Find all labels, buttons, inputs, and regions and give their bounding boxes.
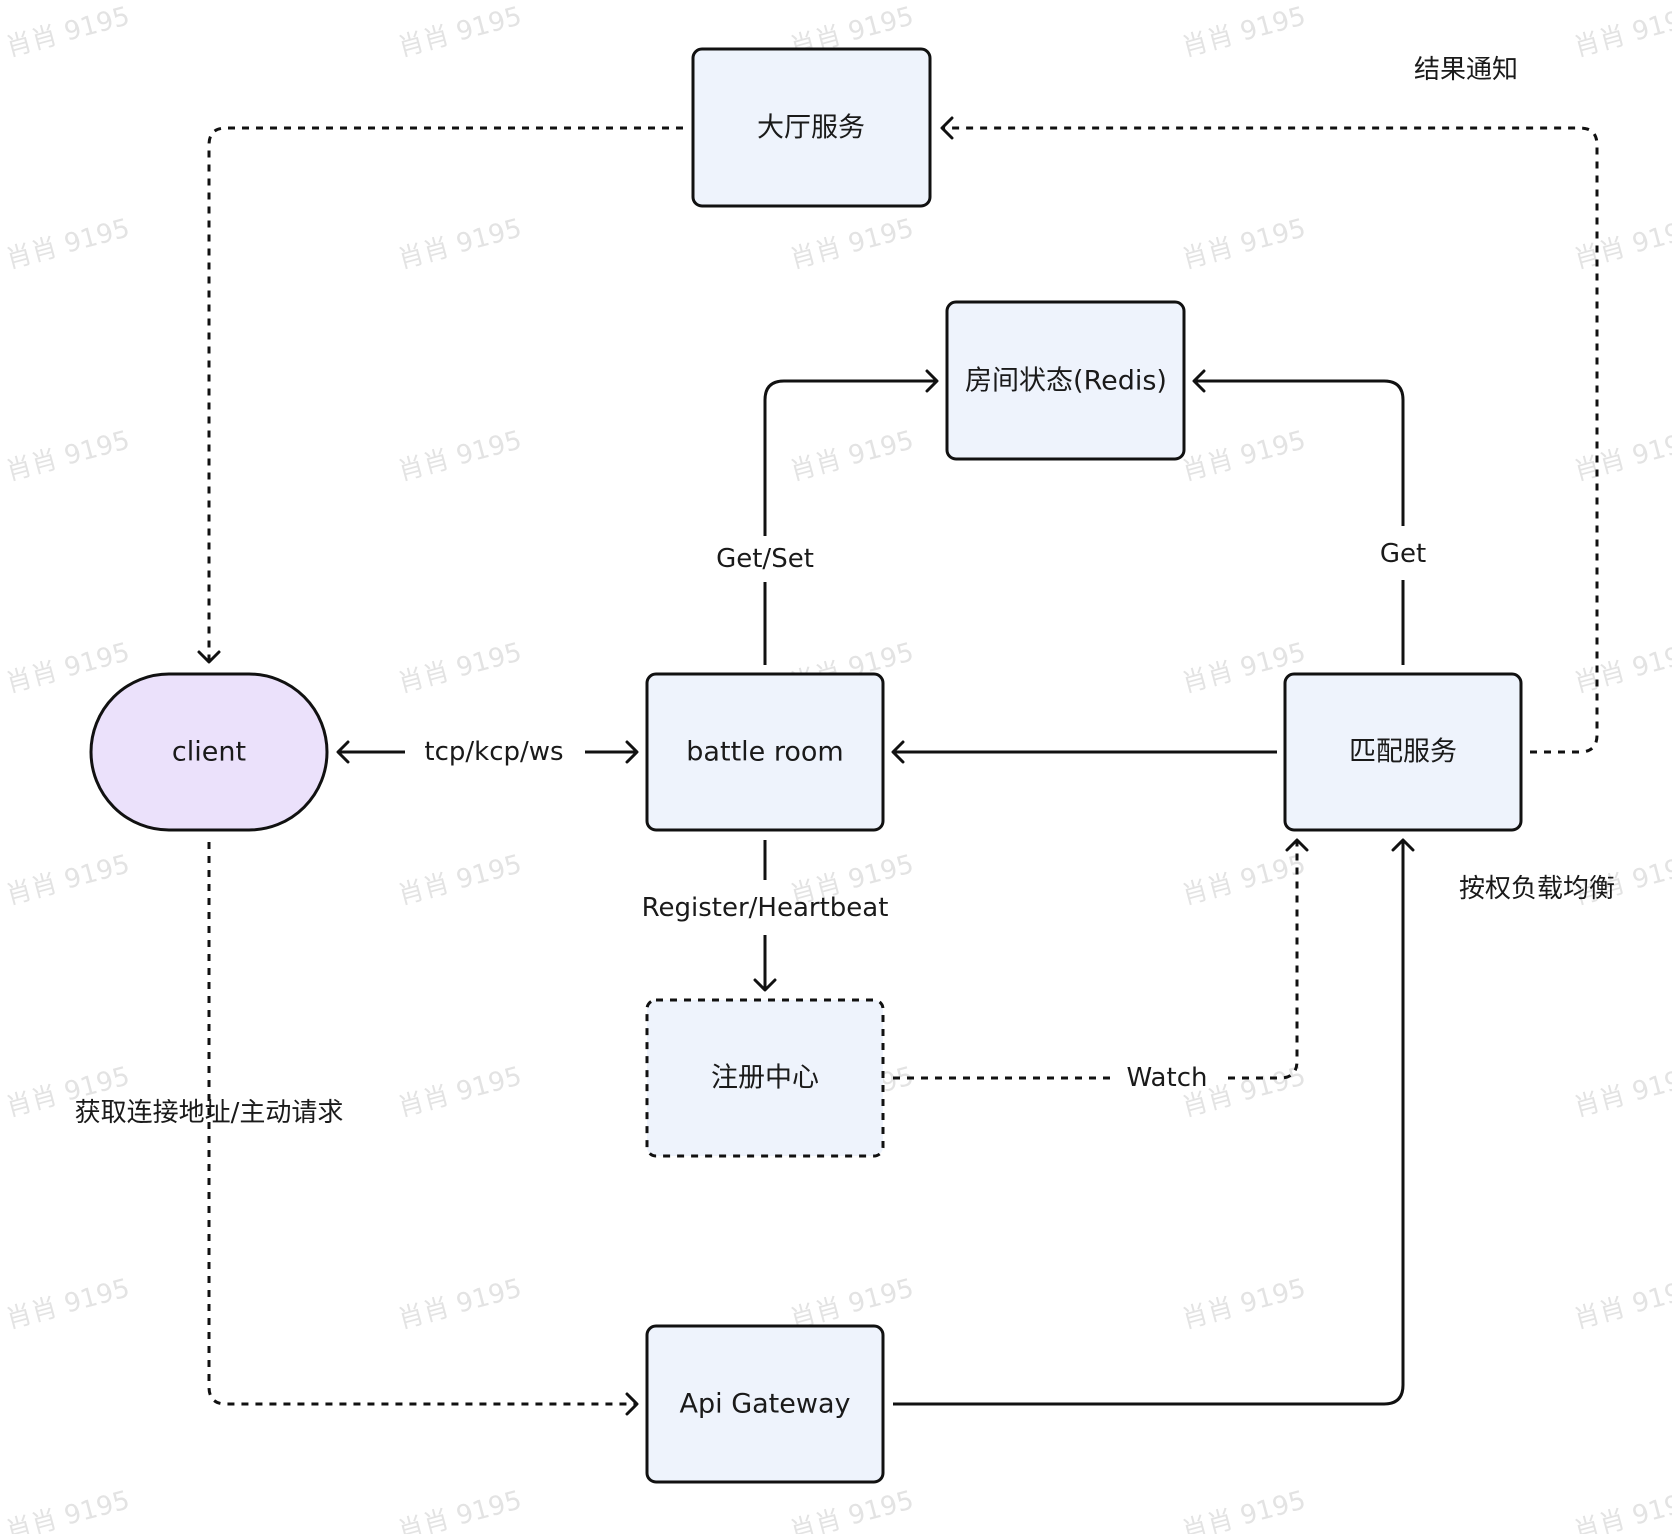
node-lobby-label: 大厅服务 bbox=[757, 113, 865, 144]
watermark-text: 肖肖 9195 bbox=[787, 425, 917, 487]
arrowhead-redis-right bbox=[1192, 369, 1206, 393]
arrowhead-client-right bbox=[336, 740, 350, 764]
arrowhead-matching-bottom-left bbox=[1285, 838, 1309, 852]
node-client: client bbox=[89, 672, 329, 832]
watermark-text: 肖肖 9195 bbox=[1571, 213, 1672, 275]
label-get: Get bbox=[1380, 539, 1426, 569]
node-matching-label: 匹配服务 bbox=[1349, 737, 1457, 768]
arrowhead-client-top bbox=[197, 650, 221, 664]
watermark-text: 肖肖 9195 bbox=[395, 1485, 525, 1534]
edge-lobby-to-client bbox=[207, 126, 683, 662]
watermark-text: 肖肖 9195 bbox=[3, 425, 133, 487]
watermark-text: 肖肖 9195 bbox=[1571, 1061, 1672, 1123]
watermark-text: 肖肖 9195 bbox=[1179, 425, 1309, 487]
watermark-text: 肖肖 9195 bbox=[787, 1485, 917, 1534]
node-gateway: Api Gateway bbox=[645, 1324, 885, 1484]
watermark-text: 肖肖 9195 bbox=[1571, 1485, 1672, 1534]
label-get-set: Get/Set bbox=[716, 544, 814, 574]
arrowhead-battle-right bbox=[891, 740, 905, 764]
label-result-notify: 结果通知 bbox=[1414, 55, 1518, 85]
watermark-text: 肖肖 9195 bbox=[395, 849, 525, 911]
node-registry: 注册中心 bbox=[645, 998, 885, 1158]
node-battle-room: battle room bbox=[645, 672, 885, 832]
node-battle-room-label: battle room bbox=[686, 737, 843, 768]
watermark-text: 肖肖 9195 bbox=[1571, 425, 1672, 487]
watermark-text: 肖肖 9195 bbox=[3, 1, 133, 63]
edge-matching-to-redis-upper bbox=[1194, 379, 1405, 526]
watermark-text: 肖肖 9195 bbox=[3, 1273, 133, 1335]
label-protocol: tcp/kcp/ws bbox=[424, 737, 563, 767]
watermark-text: 肖肖 9195 bbox=[3, 1485, 133, 1534]
node-room-state-label: 房间状态(Redis) bbox=[965, 366, 1167, 397]
node-gateway-label: Api Gateway bbox=[680, 1389, 851, 1420]
watermark-text: 肖肖 9195 bbox=[395, 637, 525, 699]
label-weighted-lb: 按权负载均衡 bbox=[1459, 874, 1615, 904]
watermark-text: 肖肖 9195 bbox=[395, 1, 525, 63]
edge-matching-to-lobby bbox=[942, 126, 1599, 754]
arrowhead-redis-left bbox=[925, 369, 939, 393]
label-watch: Watch bbox=[1127, 1063, 1208, 1093]
arrowhead-battle-left bbox=[625, 740, 639, 764]
watermark-text: 肖肖 9195 bbox=[395, 425, 525, 487]
watermark-text: 肖肖 9195 bbox=[3, 213, 133, 275]
watermark-text: 肖肖 9195 bbox=[1179, 1485, 1309, 1534]
arrowhead-gateway-left bbox=[625, 1392, 639, 1416]
watermark-text: 肖肖 9195 bbox=[3, 849, 133, 911]
edge-gateway-to-matching bbox=[893, 840, 1405, 1406]
watermark-text: 肖肖 9195 bbox=[1571, 1, 1672, 63]
node-registry-label: 注册中心 bbox=[711, 1063, 819, 1094]
watermark-text: 肖肖 9195 bbox=[395, 1273, 525, 1335]
watermark-text: 肖肖 9195 bbox=[395, 1061, 525, 1123]
arrowhead-matching-bottom bbox=[1391, 838, 1415, 852]
watermark-text: 肖肖 9195 bbox=[1179, 1273, 1309, 1335]
node-lobby: 大厅服务 bbox=[691, 47, 932, 208]
edge-battle-to-redis-upper bbox=[763, 379, 937, 536]
watermark-text: 肖肖 9195 bbox=[1179, 849, 1309, 911]
watermark-text: 肖肖 9195 bbox=[1571, 637, 1672, 699]
watermark-text: 肖肖 9195 bbox=[1179, 213, 1309, 275]
watermark-text: 肖肖 9195 bbox=[1571, 1273, 1672, 1335]
label-get-address: 获取连接地址/主动请求 bbox=[75, 1098, 344, 1128]
node-matching: 匹配服务 bbox=[1283, 672, 1523, 832]
node-client-label: client bbox=[172, 737, 246, 768]
arrowhead-registry-top bbox=[753, 978, 777, 992]
watermark-text: 肖肖 9195 bbox=[395, 213, 525, 275]
watermark-text: 肖肖 9195 bbox=[1179, 1, 1309, 63]
label-register-heartbeat: Register/Heartbeat bbox=[642, 893, 889, 923]
watermark-text: 肖肖 9195 bbox=[3, 637, 133, 699]
watermark-text: 肖肖 9195 bbox=[787, 213, 917, 275]
node-room-state: 房间状态(Redis) bbox=[945, 300, 1186, 461]
arrowhead-lobby-right bbox=[940, 116, 954, 140]
